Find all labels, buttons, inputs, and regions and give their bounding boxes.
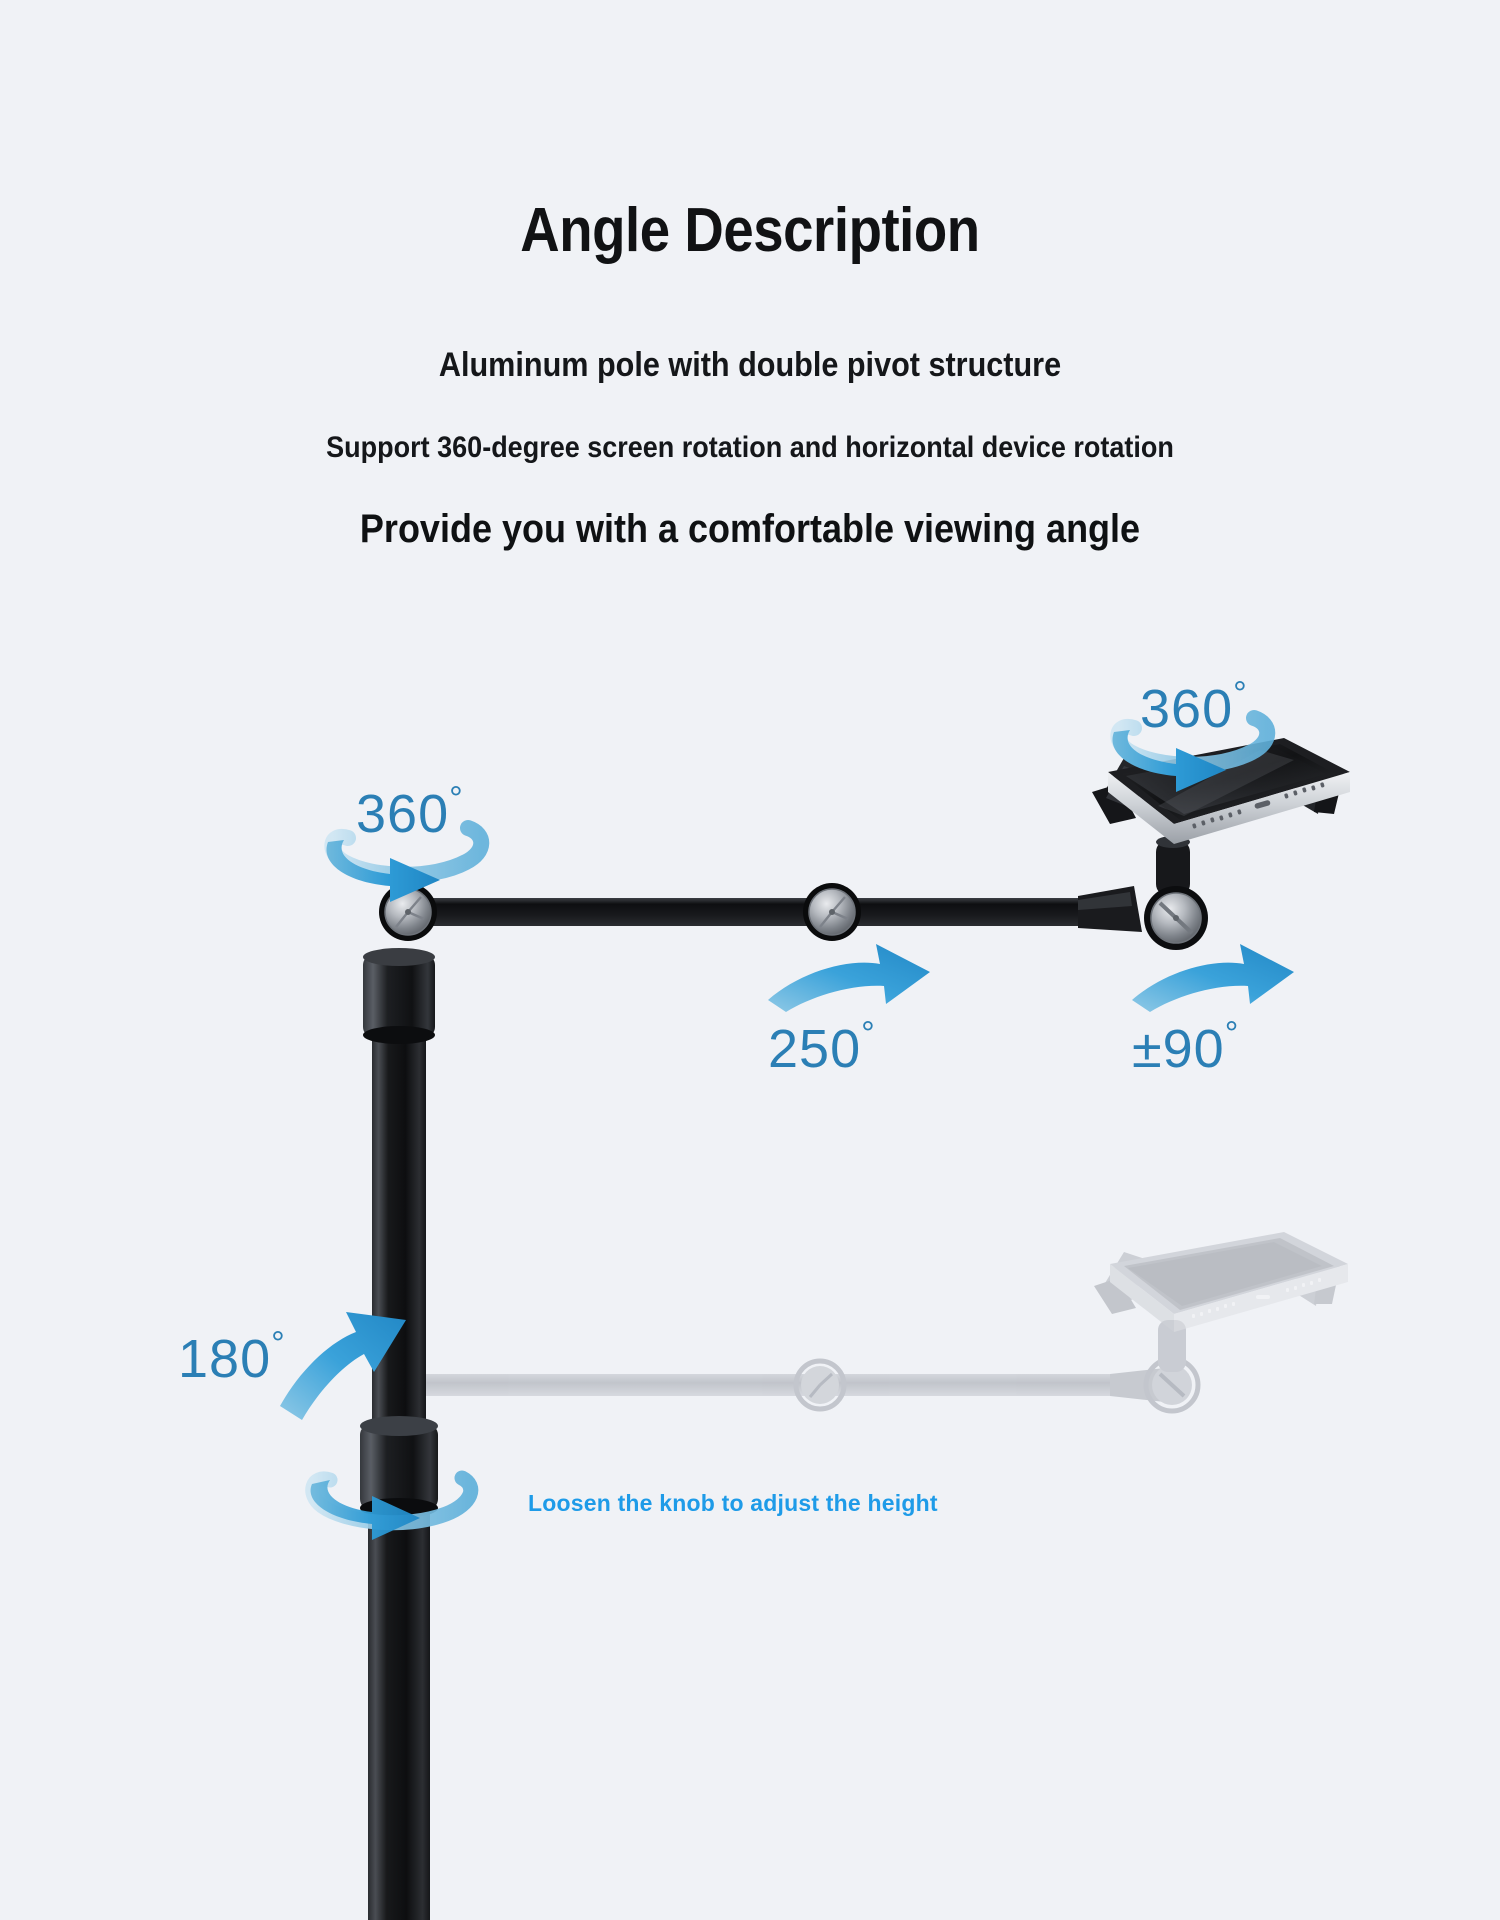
- label-360-pole: 360°: [356, 780, 464, 844]
- arrow-250: [768, 944, 930, 1012]
- arm-assembly: [408, 886, 1142, 932]
- arrow-180: [280, 1312, 406, 1420]
- arrow-360-device: [1110, 710, 1276, 792]
- pivot-joint-ball[interactable]: [1144, 836, 1208, 950]
- label-180-arm: 180°: [178, 1325, 286, 1389]
- knob-rotation-arrow: [305, 1470, 479, 1540]
- label-250-elbow: 250°: [768, 1015, 876, 1079]
- knob-instruction-text: Loosen the knob to adjust the height: [528, 1490, 938, 1516]
- subtitle-line-3: Provide you with a comfortable viewing a…: [359, 507, 1141, 551]
- label-90-tilt: ±90°: [1132, 1015, 1240, 1079]
- device-tablet: [1092, 738, 1350, 844]
- page-title: Angle Description: [520, 196, 980, 265]
- heading-block: Angle Description Aluminum pole with dou…: [0, 0, 1500, 552]
- subtitle-line-2: Support 360-degree screen rotation and h…: [326, 431, 1174, 464]
- pole-top-collar: [363, 948, 435, 1044]
- arrow-90: [1132, 944, 1294, 1012]
- subtitle-line-1: Aluminum pole with double pivot structur…: [438, 346, 1062, 384]
- pole-middle: [372, 1010, 426, 1450]
- ghost-arm-assembly: [373, 1320, 1201, 1414]
- pivot-joint-elbow[interactable]: [803, 883, 861, 941]
- label-360-device: 360°: [1140, 675, 1248, 739]
- height-adjust-knob[interactable]: [360, 1416, 438, 1518]
- ghost-device: [1094, 1232, 1348, 1332]
- pole-lower: [368, 1470, 430, 1920]
- device-ports: [1192, 782, 1325, 829]
- arrow-360-pole: [324, 820, 490, 902]
